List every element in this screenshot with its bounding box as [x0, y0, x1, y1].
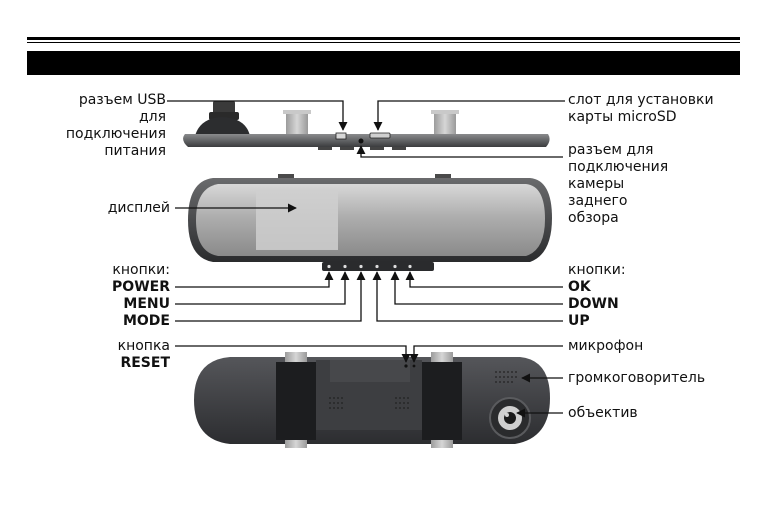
microsd-label: слот для установки карты microSD	[568, 92, 714, 125]
microphone-label: микрофон	[568, 338, 644, 354]
display-screen	[256, 190, 338, 250]
top-body	[183, 134, 550, 147]
menu-button	[343, 264, 347, 269]
buttons-right-title: кнопки:	[568, 262, 626, 278]
usb-label: разъем USB для подключения питания	[65, 92, 166, 159]
top-clip-left	[286, 110, 308, 135]
power-label: POWER	[112, 279, 170, 295]
mount-base	[195, 117, 250, 136]
usb-port	[335, 132, 347, 140]
up-button	[375, 264, 379, 269]
mode-button	[359, 264, 363, 269]
down-button	[393, 264, 397, 269]
down-label: DOWN	[568, 296, 619, 312]
rear-camera-jack	[358, 138, 364, 144]
header-band	[27, 51, 740, 75]
reset-label: кнопка RESET	[117, 338, 170, 371]
front-view	[188, 174, 552, 271]
mirror-glass	[196, 184, 545, 256]
ok-button	[408, 264, 412, 269]
rear-view	[194, 352, 550, 448]
power-button	[327, 264, 331, 269]
top-view	[183, 101, 550, 150]
microphone-hole	[412, 364, 416, 368]
speaker-label: громкоговоритель	[568, 370, 706, 386]
ok-label: OK	[568, 279, 591, 295]
lens-label: объектив	[568, 405, 638, 421]
display-label: дисплей	[107, 200, 170, 216]
top-rule-thin	[27, 42, 740, 43]
rear-camera-jack-label: разъем для подключения камеры заднего об…	[568, 142, 669, 226]
reset-hole	[404, 364, 408, 368]
top-rule-thick	[27, 37, 740, 40]
buttons-left-title: кнопки:	[112, 262, 170, 278]
up-label: UP	[568, 313, 590, 329]
menu-label: MENU	[123, 296, 170, 312]
microsd-slot	[369, 132, 391, 139]
strap-left	[276, 362, 316, 440]
top-clip-right	[434, 110, 456, 135]
leader-lines	[167, 100, 565, 418]
strap-right	[422, 362, 462, 440]
mode-label: MODE	[122, 313, 170, 329]
